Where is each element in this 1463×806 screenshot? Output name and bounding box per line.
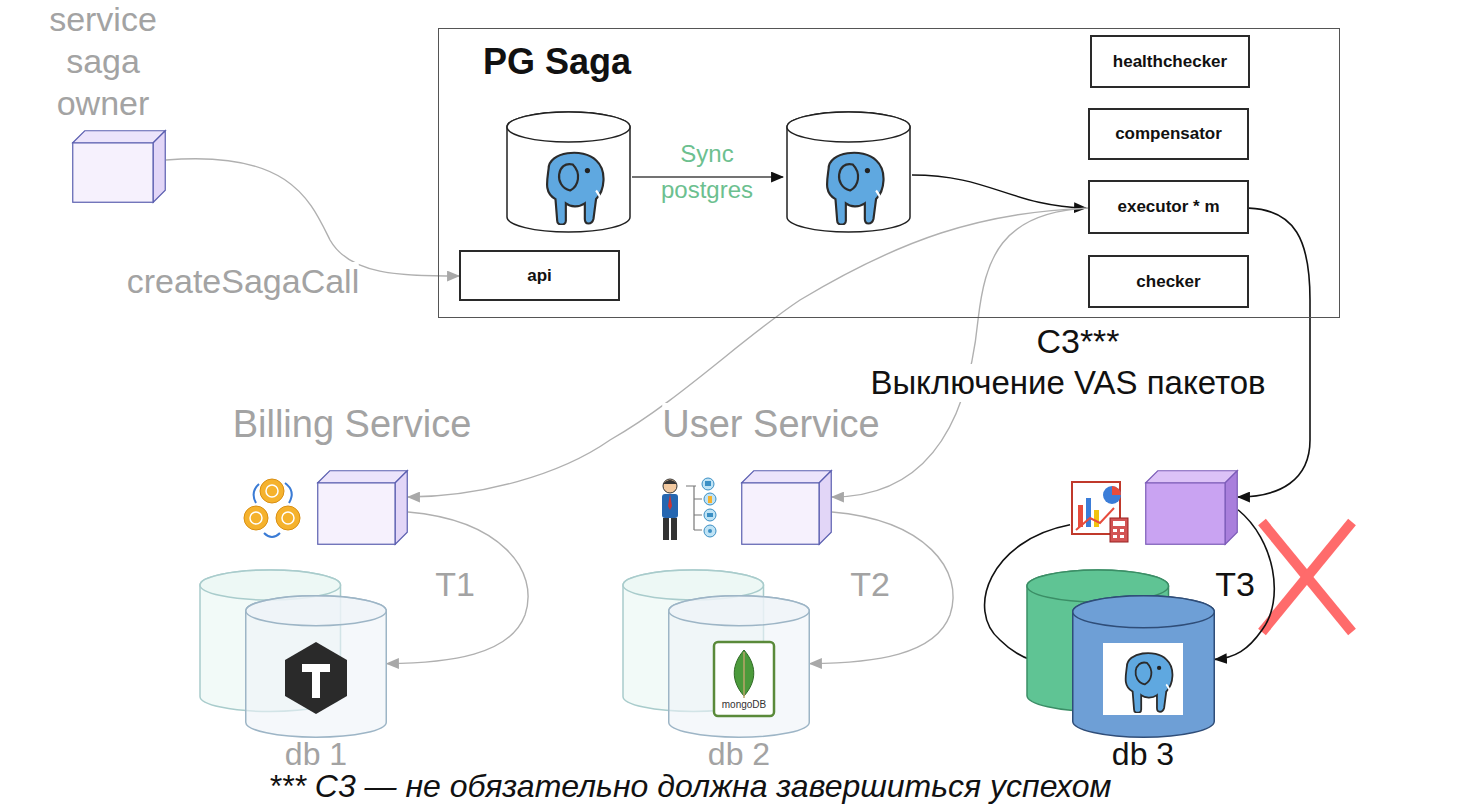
service-cube: Billing Service xyxy=(317,470,408,545)
postgres-cylinder xyxy=(507,112,630,232)
postgres-cylinder xyxy=(787,112,910,232)
node-title: db 3 xyxy=(1112,738,1174,770)
node-title: PG Saga xyxy=(483,41,631,82)
box-label: healthchecker xyxy=(1113,52,1227,72)
service-cube: service saga owner xyxy=(72,130,166,203)
node-title: C3*** xyxy=(1036,322,1119,361)
node-title: User Service xyxy=(662,403,880,447)
component-box: api xyxy=(459,250,620,301)
component-box: checker xyxy=(1088,255,1249,308)
logo-label: mongoDB xyxy=(722,699,766,711)
component-box: healthchecker xyxy=(1090,35,1250,88)
cube-outline xyxy=(72,130,166,203)
failure-cross xyxy=(1262,522,1352,632)
connector xyxy=(408,208,1088,497)
connector xyxy=(387,512,528,664)
tarantool-logo xyxy=(280,640,352,716)
user-icon xyxy=(662,478,716,540)
cube-outline xyxy=(741,470,832,545)
edge-label: T2 xyxy=(850,565,890,604)
cube-outline xyxy=(1070,470,1238,545)
edge-label: createSagaCall xyxy=(127,262,359,301)
box-label: checker xyxy=(1136,272,1200,292)
node-title: service saga owner xyxy=(18,0,188,124)
saga-frame: PG Saga healthchecker compensator executor … xyxy=(438,28,1340,318)
database: db 2 xyxy=(668,595,810,738)
arrow-label: Sync postgres xyxy=(651,136,763,208)
postgres-logo xyxy=(1103,643,1183,715)
edge-label: T1 xyxy=(435,565,475,604)
caption: *** C3 — не обязательно должна завершить… xyxy=(269,770,1112,802)
node-title: db 1 xyxy=(285,738,347,770)
node-subtitle: Выключение VAS пакетов xyxy=(870,364,1265,402)
database: db 1 xyxy=(245,595,387,738)
connector xyxy=(810,512,953,664)
analytics-icon xyxy=(1072,482,1128,542)
box-label: executor * m xyxy=(1117,197,1219,217)
connector xyxy=(166,159,459,276)
billing-icon xyxy=(244,479,300,537)
service-cube: User Service xyxy=(741,470,832,545)
component-box: compensator xyxy=(1088,108,1249,160)
database: db 3 xyxy=(1072,595,1215,738)
service-cube: C3***Выключение VAS пакетов xyxy=(1070,470,1238,545)
connector xyxy=(1238,208,1310,497)
node-title: db 2 xyxy=(708,738,770,770)
box-label: api xyxy=(527,266,552,286)
cube-outline xyxy=(317,470,408,545)
box-label: compensator xyxy=(1115,124,1222,144)
node-title: Billing Service xyxy=(233,403,472,447)
edge-label: T3 xyxy=(1215,565,1255,604)
component-box: executor * m xyxy=(1088,180,1249,234)
